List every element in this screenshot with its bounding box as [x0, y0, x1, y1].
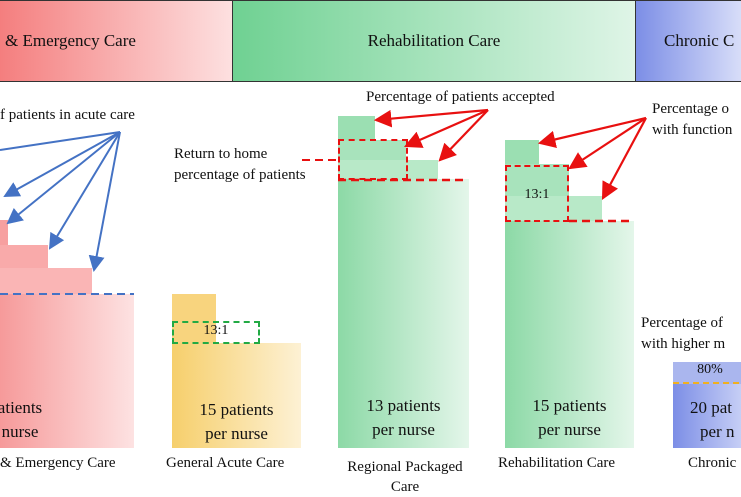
rehab-ratio-text: 15 patients per nurse	[505, 394, 634, 442]
acute-percentage-annotation: f patients in acute care	[0, 107, 135, 123]
higher-line1: Percentage of	[641, 315, 724, 331]
rehab-ratio-box	[505, 165, 569, 222]
red-arrow-2	[403, 108, 489, 148]
blue-arrow-3	[48, 131, 121, 250]
red-arrow-5	[568, 117, 647, 170]
regional-ratio-text: 13 patients per nurse	[338, 394, 469, 442]
rehabilitation-banner-label: Rehabilitation Care	[367, 31, 501, 50]
red-arrow-3	[438, 109, 489, 162]
blue-arrow-1	[3, 131, 121, 197]
functional-line2: with function	[652, 122, 733, 138]
functional-line1: Percentage o	[652, 101, 730, 117]
acute-emergency-banner-label: & Emergency Care	[5, 31, 136, 50]
chronic-banner-label: Chronic C	[664, 31, 735, 50]
regional-caption-line1: Regional Packaged	[347, 459, 463, 475]
return-home-line1: Return to home	[174, 146, 268, 162]
chronic-ratio-line2: per n	[700, 422, 735, 441]
return-home-line2: percentage of patients	[174, 167, 306, 183]
chronic-banner: Chronic C	[635, 0, 741, 82]
acute-emergency-caption: & Emergency Care	[0, 455, 116, 471]
functional-annotation: Percentage o with function	[652, 99, 732, 141]
rehab-caption: Rehabilitation Care	[498, 455, 616, 471]
chronic-ratio-line1: 20 pat	[690, 398, 733, 417]
higher-line2: with higher m	[641, 336, 726, 352]
general-acute-ratio-text: 15 patients per nurse	[172, 398, 301, 446]
rehab-ratio-line1: 15 patients	[532, 396, 607, 415]
acute-ratio-line1: atients	[0, 398, 43, 417]
regional-ratio-line2: per nurse	[372, 420, 435, 439]
chronic-ratio-text: 20 pat per n	[690, 396, 741, 444]
general-acute-caption: General Acute Care	[166, 455, 285, 471]
return-home-annotation: Return to home percentage of patients	[174, 144, 306, 186]
general-acute-ratio-line2: per nurse	[205, 424, 268, 443]
chronic-main-bar	[673, 384, 741, 448]
rehab-ratio-box-text: 13:1	[524, 187, 550, 202]
accepted-annotation: Percentage of patients accepted	[366, 89, 555, 105]
general-acute-ratio-box	[172, 321, 260, 344]
regional-main-bar	[338, 179, 469, 448]
chronic-caption: Chronic	[688, 455, 737, 471]
rehabilitation-banner: Rehabilitation Care	[232, 0, 636, 82]
regional-ratio-line1: 13 patients	[366, 396, 441, 415]
general-acute-ratio-line1: 15 patients	[199, 400, 274, 419]
general-acute-main-bar	[172, 343, 301, 448]
general-acute-ratio-box-text: 13:1	[203, 323, 229, 338]
rehab-main-bar	[505, 221, 634, 448]
higher-annotation: Percentage of with higher m	[641, 313, 725, 355]
chronic-top-bar	[673, 362, 741, 384]
blue-arrow-5	[0, 131, 121, 151]
red-arrow-4	[537, 116, 647, 149]
acute-emergency-banner: & Emergency Care	[0, 0, 233, 82]
acute-ratio-text: atients nurse	[0, 396, 50, 444]
regional-caption: Regional Packaged Care	[330, 457, 480, 497]
acute-main-bar	[0, 294, 134, 448]
regional-caption-line2: Care	[390, 479, 420, 495]
red-arrow-6	[601, 117, 647, 200]
acute-ratio-line2: nurse	[1, 422, 39, 441]
rehab-ratio-line2: per nurse	[538, 420, 601, 439]
blue-arrow-4	[88, 131, 121, 272]
chronic-percent-label: 80%	[697, 362, 723, 377]
regional-accepted-box	[338, 139, 408, 180]
red-arrow-1	[373, 108, 489, 128]
blue-arrow-2	[6, 131, 121, 225]
